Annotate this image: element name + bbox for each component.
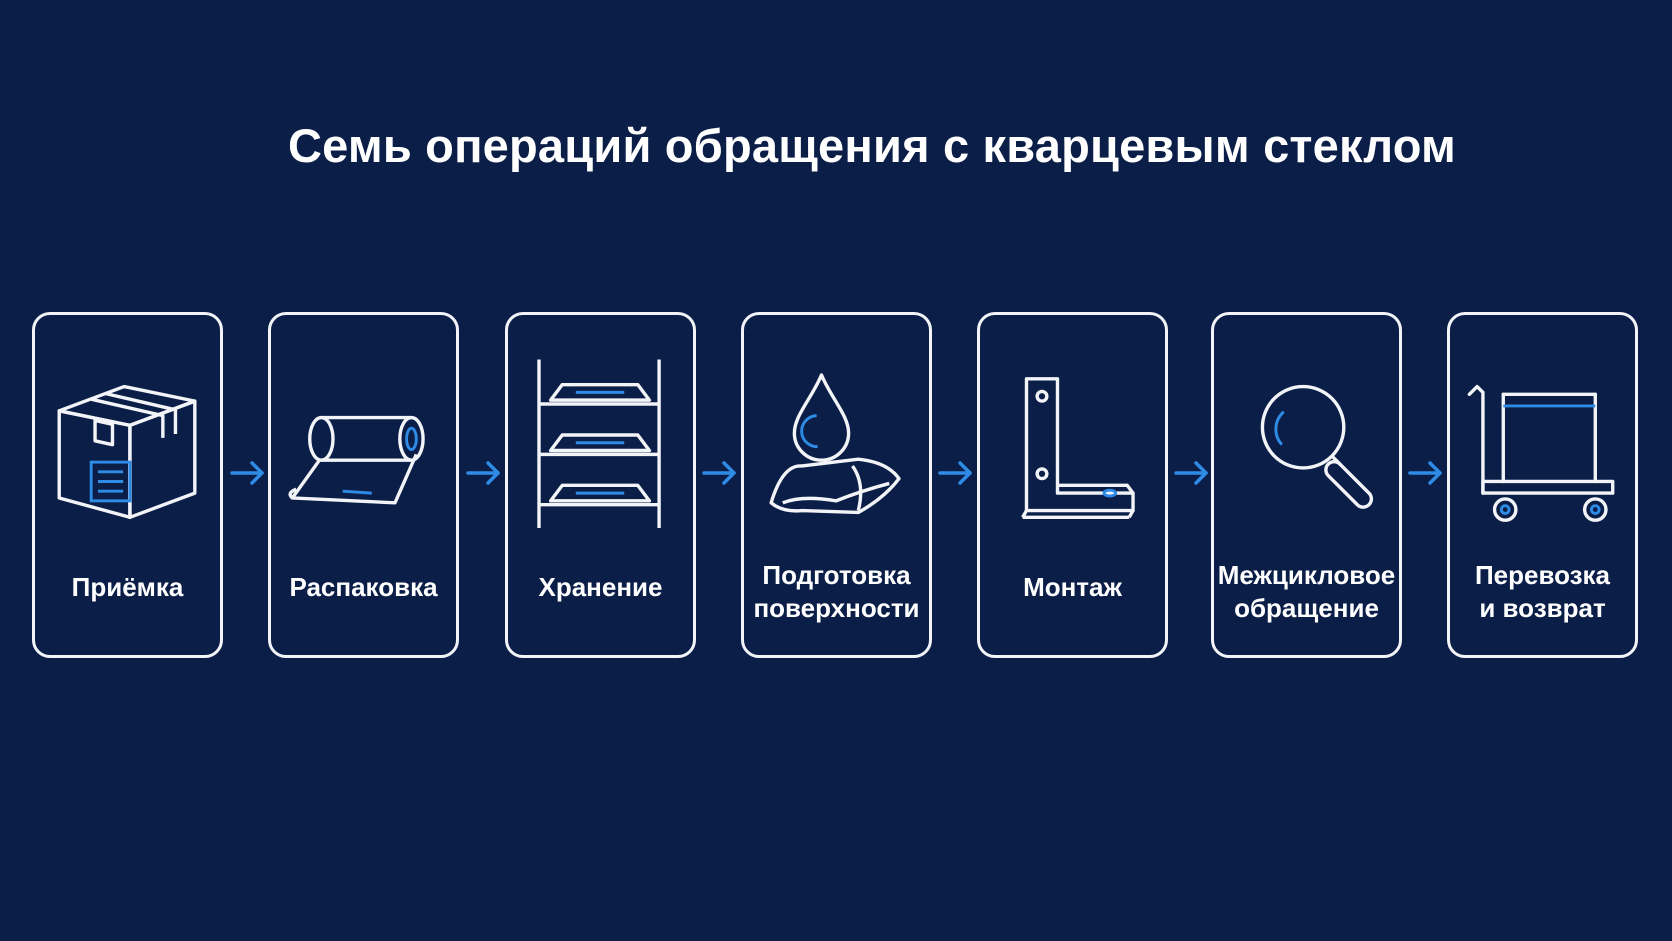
step-card-surface-prep: Подготовка поверхности [741, 312, 932, 658]
arrow-right-icon [938, 461, 972, 485]
l-bracket-icon [1021, 377, 1135, 520]
step-card-transport: Перевозка и возврат [1447, 312, 1638, 658]
step-label-line: Перевозка [1474, 560, 1611, 590]
step-label-line: обращение [1234, 593, 1379, 623]
cart-icon [1467, 384, 1615, 522]
arrow-right-icon [1408, 461, 1442, 485]
step-label: Распаковка [289, 572, 438, 602]
box-icon [57, 384, 197, 520]
arrow-right-icon [466, 461, 500, 485]
step-label-line: Межцикловое [1217, 560, 1396, 590]
step-label-line: поверхности [753, 593, 920, 623]
water-drop-cloth-icon [769, 373, 901, 515]
step-card-mounting: Монтаж [977, 312, 1168, 658]
page-title: Семь операций обращения с кварцевым стек… [288, 119, 1456, 172]
step-card-unpacking: Распаковка [268, 312, 459, 658]
step-card-receiving: Приёмка [32, 312, 223, 658]
step-label-line: и возврат [1479, 593, 1606, 623]
magnifier-icon [1260, 384, 1374, 509]
step-label-line: Подготовка [762, 560, 911, 590]
shelving-rack-icon [537, 359, 661, 528]
step-label: Приёмка [71, 572, 184, 602]
arrow-right-icon [1174, 461, 1208, 485]
step-card-between-cycles: Межцикловое обращение [1211, 312, 1402, 658]
arrow-right-icon [230, 461, 264, 485]
film-roll-icon [288, 415, 425, 505]
step-label: Монтаж [1023, 572, 1122, 602]
step-card-storage: Хранение [505, 312, 696, 658]
arrow-right-icon [702, 461, 736, 485]
step-label: Хранение [538, 572, 663, 602]
